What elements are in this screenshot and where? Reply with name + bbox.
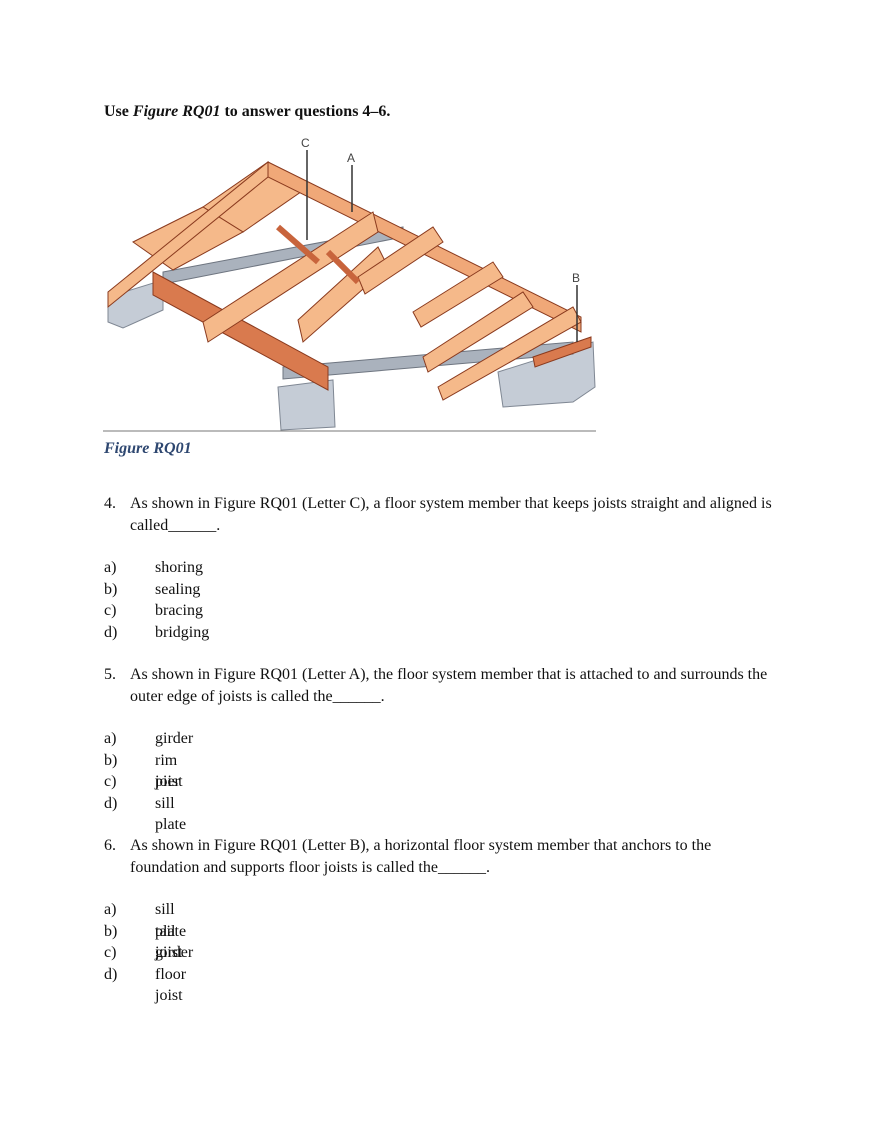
option-letter: d) bbox=[104, 794, 118, 812]
question-4: 4. As shown in Figure RQ01 (Letter C), a… bbox=[104, 493, 784, 536]
option-letter: c) bbox=[104, 944, 117, 961]
joist-5 bbox=[437, 306, 582, 401]
option-letter: a) bbox=[104, 559, 117, 576]
option-letter: b) bbox=[104, 751, 118, 769]
option-letter: a) bbox=[104, 730, 117, 747]
question-text: As shown in Figure RQ01 (Letter A), the … bbox=[130, 666, 768, 705]
option-text: floor joist bbox=[155, 965, 187, 1005]
option-letter: c) bbox=[104, 773, 117, 790]
heading-suffix: to answer questions 4–6. bbox=[220, 103, 391, 120]
option-text: rim joist bbox=[155, 751, 183, 791]
joist-3 bbox=[412, 261, 504, 328]
question-text: As shown in Figure RQ01 (Letter C), a fl… bbox=[130, 495, 772, 534]
option-text: sealing bbox=[155, 580, 201, 598]
option-text: tail joist bbox=[155, 922, 183, 962]
sill-plate bbox=[532, 336, 592, 368]
question-number: 5. bbox=[104, 666, 116, 683]
bridging-1 bbox=[276, 224, 320, 265]
label-c: C bbox=[301, 136, 310, 150]
label-a: A bbox=[347, 151, 355, 165]
floor-framing-illustration: C A B bbox=[103, 136, 596, 432]
question-text: As shown in Figure RQ01 (Letter B), a ho… bbox=[130, 837, 712, 876]
option-letter: d) bbox=[104, 965, 118, 983]
option-text: shoring bbox=[155, 559, 203, 576]
section-heading: Use Figure RQ01 to answer questions 4–6. bbox=[104, 103, 390, 121]
joist-4 bbox=[422, 291, 534, 373]
option-letter: b) bbox=[104, 580, 118, 598]
option-text: girder bbox=[155, 944, 194, 961]
end-rim-joist bbox=[107, 160, 269, 309]
question-number: 4. bbox=[104, 495, 116, 512]
option-text: sill plate bbox=[155, 794, 187, 834]
option-letter: b) bbox=[104, 922, 118, 940]
question-6: 6. As shown in Figure RQ01 (Letter B), a… bbox=[104, 835, 784, 878]
girder-mid bbox=[202, 211, 379, 343]
option-text: girder bbox=[155, 730, 194, 747]
question-number: 6. bbox=[104, 837, 116, 854]
option-text: bracing bbox=[155, 602, 203, 619]
bridging-2 bbox=[325, 249, 361, 285]
option-letter: d) bbox=[104, 623, 118, 641]
option-letter: a) bbox=[104, 901, 117, 918]
option-letter: c) bbox=[104, 602, 117, 619]
heading-prefix: Use bbox=[104, 103, 133, 120]
option-text: pier bbox=[155, 773, 180, 790]
option-text: sill plate bbox=[155, 901, 187, 940]
floor-framing-figure: C A B bbox=[103, 132, 596, 433]
option-text: bridging bbox=[155, 623, 210, 641]
figure-caption: Figure RQ01 bbox=[104, 440, 192, 457]
joist-2 bbox=[357, 226, 444, 295]
girder-left bbox=[152, 271, 329, 391]
heading-figure-ref: Figure RQ01 bbox=[132, 103, 221, 120]
label-b: B bbox=[572, 271, 580, 285]
question-5: 5. As shown in Figure RQ01 (Letter A), t… bbox=[104, 664, 784, 707]
